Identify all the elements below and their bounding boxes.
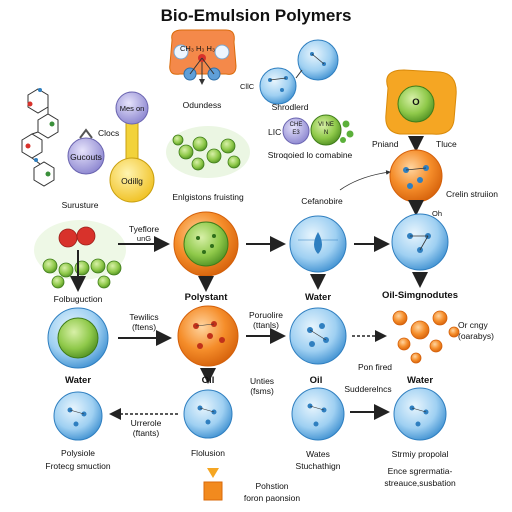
label-oduess: Odundess <box>182 100 222 110</box>
label-flolusion: Flolusion <box>190 448 226 458</box>
label-strogoied: Stroqoied lo comabine <box>267 150 353 160</box>
molecule-structure-icon <box>21 88 59 187</box>
label-fsms: (fsms) <box>250 386 274 396</box>
label-unties: Unties <box>249 376 275 386</box>
label-tewilics: Tewilics <box>129 312 159 322</box>
label-oil-simgnodutes: Oil-Simgnodutes <box>382 290 458 301</box>
strmiy-sphere <box>393 387 447 441</box>
chip-a-line2: E3 <box>292 130 300 136</box>
label-ence-1: Ence sgrermatia- <box>387 466 453 476</box>
orange-molecule-block <box>169 29 237 85</box>
label-strmiy: Strmiy propolal <box>391 449 449 459</box>
label-enlgistons: Enlgistons fruisting <box>172 192 244 202</box>
label-gucouts: Gucouts <box>70 152 102 162</box>
page-title: Bio-Emulsion Polymers <box>160 6 352 25</box>
flolusion-sphere <box>183 389 233 439</box>
bulb-top-label: Mes on <box>119 104 145 113</box>
label-ftens: (ftens) <box>131 322 157 332</box>
surusture-cluster <box>34 220 126 292</box>
label-oil-b: Oil <box>309 375 323 386</box>
water-green-sphere <box>47 307 109 369</box>
label-folbuguction: Folbuguction <box>53 294 103 304</box>
chip-a-line1: CHE <box>289 122 303 128</box>
chip-b-line1: VI NE <box>318 122 334 128</box>
molecule-chips <box>282 114 354 146</box>
label-tyeflore: Tyeflore <box>128 224 160 234</box>
water-sphere <box>289 215 347 290</box>
polysiole-sphere <box>53 391 103 441</box>
label-pon-fired: Pon fired <box>358 362 393 372</box>
oil-sphere <box>391 213 449 288</box>
label-polystant: Polystant <box>184 292 228 303</box>
label-stuchathign: Stuchathign <box>295 461 341 471</box>
blue-sphere-cluster <box>259 39 339 105</box>
label-ence-2: streauce,susbation <box>384 478 456 488</box>
label-crelin: Crelin struiion <box>446 189 498 199</box>
label-pniand: Pniand <box>372 139 399 149</box>
molecule-formula: CH₃ H₃ H₃ <box>180 44 215 53</box>
label-polysiole: Polysiole <box>60 448 96 458</box>
orange-sphere-top-right <box>339 149 443 216</box>
label-lic: LIC <box>268 127 282 137</box>
circle-o-label: O <box>412 97 420 108</box>
orange-droplets <box>392 310 460 364</box>
label-sudderelncs: Sudderelncs <box>344 384 392 394</box>
orange-blob-icon <box>385 69 457 152</box>
label-wates: Wates <box>306 449 330 459</box>
wates-sphere <box>291 387 345 441</box>
label-ftants: (ftants) <box>132 428 160 438</box>
label-clocs: Clocs <box>98 128 120 138</box>
label-or-cngy: Or cngy <box>458 320 488 330</box>
label-ung: unG <box>136 234 152 243</box>
label-oarabys: (oarabys) <box>458 331 494 341</box>
label-cefanobire: Cefanobire <box>301 196 343 206</box>
bulb-icon <box>109 91 155 203</box>
purple-sphere-icon <box>67 128 105 175</box>
label-shrodlerd: Shrodlerd <box>271 102 309 112</box>
label-oh: Oh <box>432 209 443 218</box>
label-clic: CllC <box>240 82 255 91</box>
label-ttanls: (ttanls) <box>253 320 279 330</box>
label-surusture: Surusture <box>61 200 99 210</box>
label-urrerole: Urrerole <box>130 418 162 428</box>
label-water-row2: Water <box>64 375 92 386</box>
label-frotecg: Frotecg smuction <box>45 461 111 471</box>
oil-blue-sphere <box>289 307 347 365</box>
orange-box-icon <box>203 468 223 501</box>
label-tluce: Tluce <box>436 139 457 149</box>
oil-orange-sphere <box>177 305 239 384</box>
polystant-sphere <box>173 211 239 292</box>
label-pohstion: Pohstion <box>255 481 289 491</box>
bulb-bottom-label: Odillg <box>121 176 143 186</box>
label-poruolire: Poruolire <box>248 310 284 320</box>
label-foron: foron paonsion <box>243 493 301 503</box>
label-oil-row2: Oil <box>201 375 215 386</box>
label-water-b: Water <box>406 375 434 386</box>
green-cluster-icon <box>166 126 250 178</box>
chip-b-line2: N <box>323 130 329 136</box>
label-water-row1: Water <box>304 292 332 303</box>
